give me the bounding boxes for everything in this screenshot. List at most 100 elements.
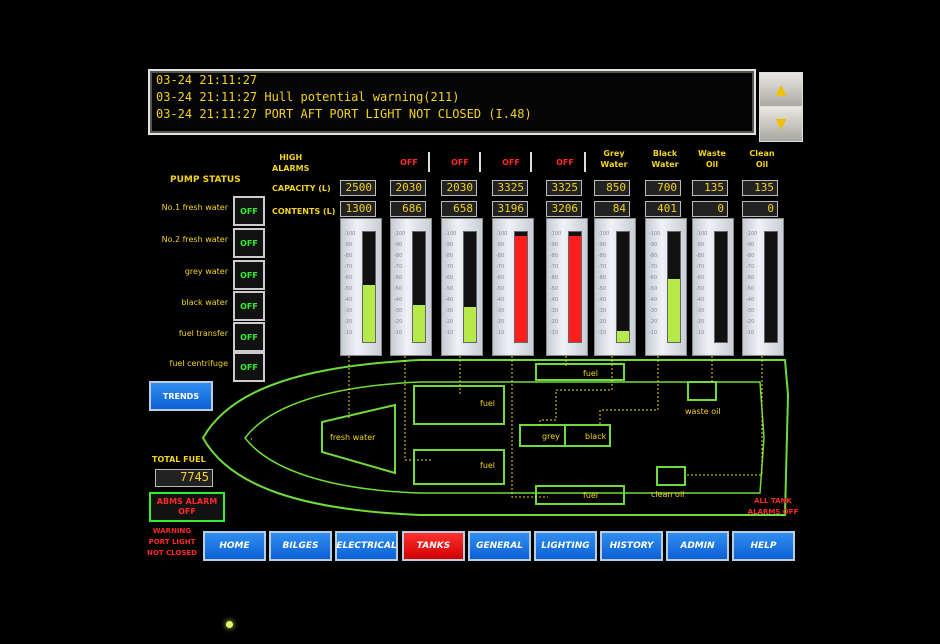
fuel-tank-label: fuel bbox=[583, 491, 598, 500]
tank-level-gauge: -100-90-80-70-60-50-40-30-20-10 bbox=[546, 218, 588, 356]
nav-button-history[interactable]: HISTORY bbox=[600, 531, 663, 561]
gauge-ticks: -100-90-80-70-60-50-40-30-20-10 bbox=[598, 231, 610, 336]
tank-level-gauge: -100-90-80-70-60-50-40-30-20-10 bbox=[441, 218, 483, 356]
pump-name-label: grey water bbox=[184, 267, 228, 276]
gauge-ticks: -100-90-80-70-60-50-40-30-20-10 bbox=[696, 231, 708, 336]
gauge-ticks: -100-90-80-70-60-50-40-30-20-10 bbox=[550, 231, 562, 336]
gauge-track bbox=[667, 231, 681, 343]
pump-state-button[interactable]: OFF bbox=[233, 352, 265, 382]
high-alarm-frame bbox=[479, 152, 481, 172]
high-alarm-indicator: OFF bbox=[400, 158, 418, 167]
gauge-ticks: -100-90-80-70-60-50-40-30-20-10 bbox=[496, 231, 508, 336]
tank-capacity-value: 135 bbox=[742, 180, 778, 196]
tank-capacity-value: 3325 bbox=[492, 180, 528, 196]
scroll-up-button[interactable]: ▲ bbox=[759, 72, 803, 108]
high-alarm-frame bbox=[530, 152, 532, 172]
high-alarm-frame bbox=[428, 152, 430, 172]
fuel-tank-label: fuel bbox=[583, 369, 598, 378]
up-arrow-icon: ▲ bbox=[775, 82, 787, 98]
nav-button-general[interactable]: GENERAL bbox=[468, 531, 531, 561]
high-alarm-indicator: OFF bbox=[451, 158, 469, 167]
gauge-ticks: -100-90-80-70-60-50-40-30-20-10 bbox=[394, 231, 406, 336]
tank-contents-value: 84 bbox=[594, 201, 630, 217]
pump-state-button[interactable]: OFF bbox=[233, 291, 265, 321]
tank-contents-value: 1300 bbox=[340, 201, 376, 217]
fresh-water-tank-label: fresh water bbox=[330, 433, 376, 442]
tank-level-fill bbox=[668, 279, 680, 342]
gauge-track bbox=[463, 231, 477, 343]
pump-status-title: PUMP STATUS bbox=[170, 175, 241, 185]
tank-level-fill bbox=[413, 304, 425, 342]
down-arrow-icon: ▼ bbox=[775, 116, 787, 132]
tank-contents-value: 658 bbox=[441, 201, 477, 217]
total-fuel-label: TOTAL FUEL bbox=[152, 455, 206, 464]
pump-name-label: fuel transfer bbox=[178, 329, 228, 338]
nav-button-tanks[interactable]: TANKS bbox=[402, 531, 465, 561]
total-fuel-value: 7745 bbox=[155, 469, 213, 487]
tank-capacity-value: 2500 bbox=[340, 180, 376, 196]
high-alarms-label: HIGH ALARMS bbox=[272, 153, 310, 173]
high-alarm-indicator: OFF bbox=[556, 158, 574, 167]
warning-text: WARNING PORT LIGHT NOT CLOSED bbox=[147, 527, 197, 557]
tank-header: Clean Oil bbox=[749, 149, 775, 169]
high-alarm-indicator: OFF bbox=[502, 158, 520, 167]
tank-contents-value: 686 bbox=[390, 201, 426, 217]
tank-contents-value: 401 bbox=[645, 201, 681, 217]
gauge-track bbox=[714, 231, 728, 343]
waste-oil-tank-label: waste oil bbox=[685, 407, 721, 416]
power-led bbox=[226, 621, 233, 628]
tank-level-fill bbox=[515, 236, 527, 342]
gauge-track bbox=[764, 231, 778, 343]
nav-button-help[interactable]: HELP bbox=[732, 531, 795, 561]
abms-alarm-state: OFF bbox=[178, 507, 196, 516]
grey-tank-label: grey bbox=[542, 432, 560, 441]
tank-contents-value: 3196 bbox=[492, 201, 528, 217]
nav-button-admin[interactable]: ADMIN bbox=[666, 531, 729, 561]
nav-button-lighting[interactable]: LIGHTING bbox=[534, 531, 597, 561]
tank-capacity-value: 850 bbox=[594, 180, 630, 196]
tank-level-gauge: -100-90-80-70-60-50-40-30-20-10 bbox=[390, 218, 432, 356]
nav-button-electrical[interactable]: ELECTRICAL bbox=[335, 531, 398, 561]
tank-contents-value: 0 bbox=[742, 201, 778, 217]
pump-name-label: black water bbox=[181, 298, 228, 307]
tank-header: Black Water bbox=[651, 149, 679, 169]
clean-oil-tank-label: clean oil bbox=[651, 490, 684, 499]
tank-contents-value: 0 bbox=[692, 201, 728, 217]
tank-level-fill bbox=[363, 284, 375, 342]
gauge-track bbox=[412, 231, 426, 343]
trends-button[interactable]: TRENDS bbox=[149, 381, 213, 411]
scroll-down-button[interactable]: ▼ bbox=[759, 106, 803, 142]
tank-level-gauge: -100-90-80-70-60-50-40-30-20-10 bbox=[692, 218, 734, 356]
nav-button-home[interactable]: HOME bbox=[203, 531, 266, 561]
black-tank-label: black bbox=[585, 432, 607, 441]
svg-text:›: › bbox=[250, 435, 253, 443]
tank-capacity-value: 2030 bbox=[390, 180, 426, 196]
fuel-tank-label: fuel bbox=[480, 399, 495, 408]
tank-level-gauge: -100-90-80-70-60-50-40-30-20-10 bbox=[645, 218, 687, 356]
pump-state-button[interactable]: OFF bbox=[233, 228, 265, 258]
tank-level-gauge: -100-90-80-70-60-50-40-30-20-10 bbox=[594, 218, 636, 356]
pump-state-button[interactable]: OFF bbox=[233, 196, 265, 226]
tank-level-gauge: -100-90-80-70-60-50-40-30-20-10 bbox=[492, 218, 534, 356]
high-alarm-frame bbox=[584, 152, 586, 172]
tank-capacity-value: 3325 bbox=[546, 180, 582, 196]
contents-label: CONTENTS (L) bbox=[272, 207, 336, 216]
tank-level-fill bbox=[569, 236, 581, 342]
gauge-track bbox=[616, 231, 630, 343]
capacity-label: CAPACITY (L) bbox=[272, 184, 331, 193]
gauge-ticks: -100-90-80-70-60-50-40-30-20-10 bbox=[649, 231, 661, 336]
gauge-ticks: -100-90-80-70-60-50-40-30-20-10 bbox=[445, 231, 457, 336]
nav-button-bilges[interactable]: BILGES bbox=[269, 531, 332, 561]
tank-level-fill bbox=[617, 331, 629, 342]
alarm-log: 03-24 21:11:27 03-24 21:11:27 Hull poten… bbox=[148, 69, 756, 135]
gauge-track bbox=[514, 231, 528, 343]
pump-state-button[interactable]: OFF bbox=[233, 322, 265, 352]
pump-state-button[interactable]: OFF bbox=[233, 260, 265, 290]
tank-level-gauge: -100-90-80-70-60-50-40-30-20-10 bbox=[742, 218, 784, 356]
gauge-ticks: -100-90-80-70-60-50-40-30-20-10 bbox=[344, 231, 356, 336]
gauge-track bbox=[568, 231, 582, 343]
abms-alarm-text: ABMS ALARM bbox=[156, 497, 218, 506]
tank-contents-value: 3206 bbox=[546, 201, 582, 217]
abms-alarm-box: ABMS ALARM OFF bbox=[149, 492, 225, 522]
